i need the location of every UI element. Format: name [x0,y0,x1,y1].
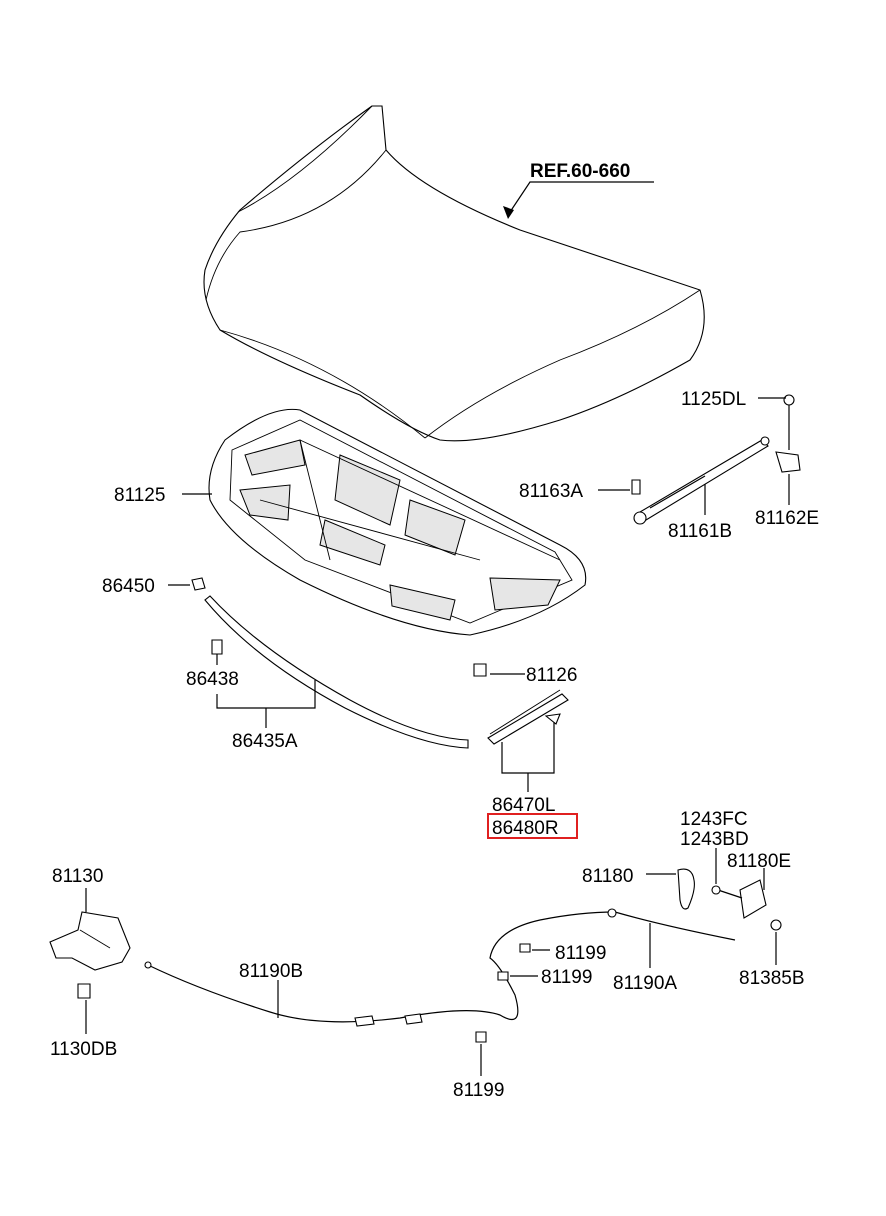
part-labels: 1125DL 81125 81163A 81161B 81162E 86450 … [50,389,819,1101]
hood-panel [203,105,705,442]
release-cable [144,908,736,1043]
label-81190B[interactable]: 81190B [239,961,303,982]
label-86435A[interactable]: 86435A [232,731,298,752]
hood-strut [631,394,801,525]
label-1130DB[interactable]: 1130DB [50,1039,117,1060]
hood-inner-panel [208,408,587,636]
label-81199-a[interactable]: 81199 [555,943,606,964]
label-81385B[interactable]: 81385B [739,968,805,989]
label-81199-b[interactable]: 81199 [541,967,592,988]
label-81180E[interactable]: 81180E [727,851,791,872]
label-86470L[interactable]: 86470L [492,795,555,816]
label-81190A[interactable]: 81190A [613,973,677,994]
label-86438[interactable]: 86438 [186,669,239,690]
label-1243FC[interactable]: 1243FC [680,809,748,830]
label-81180[interactable]: 81180 [582,866,633,887]
label-86450[interactable]: 86450 [102,576,155,597]
cowl-seal [487,689,569,745]
label-81130[interactable]: 81130 [52,866,103,887]
label-86480R[interactable]: 86480R [492,818,559,839]
label-81163A[interactable]: 81163A [519,481,583,502]
label-81125[interactable]: 81125 [114,485,165,506]
label-81199-c[interactable]: 81199 [453,1080,504,1101]
label-1243BD[interactable]: 1243BD [680,829,749,850]
hood-seal [191,577,487,749]
release-handle [677,868,782,931]
leader-lines [85,397,790,1076]
label-1125DL[interactable]: 1125DL [681,389,746,410]
label-81162E[interactable]: 81162E [755,508,819,529]
label-81126[interactable]: 81126 [526,665,577,686]
hood-latch [49,911,131,999]
ref-label: REF.60-660 [530,161,630,182]
label-81161B[interactable]: 81161B [668,521,732,542]
highlight-box [487,813,578,839]
ref-callout: REF.60-660 [503,161,654,219]
